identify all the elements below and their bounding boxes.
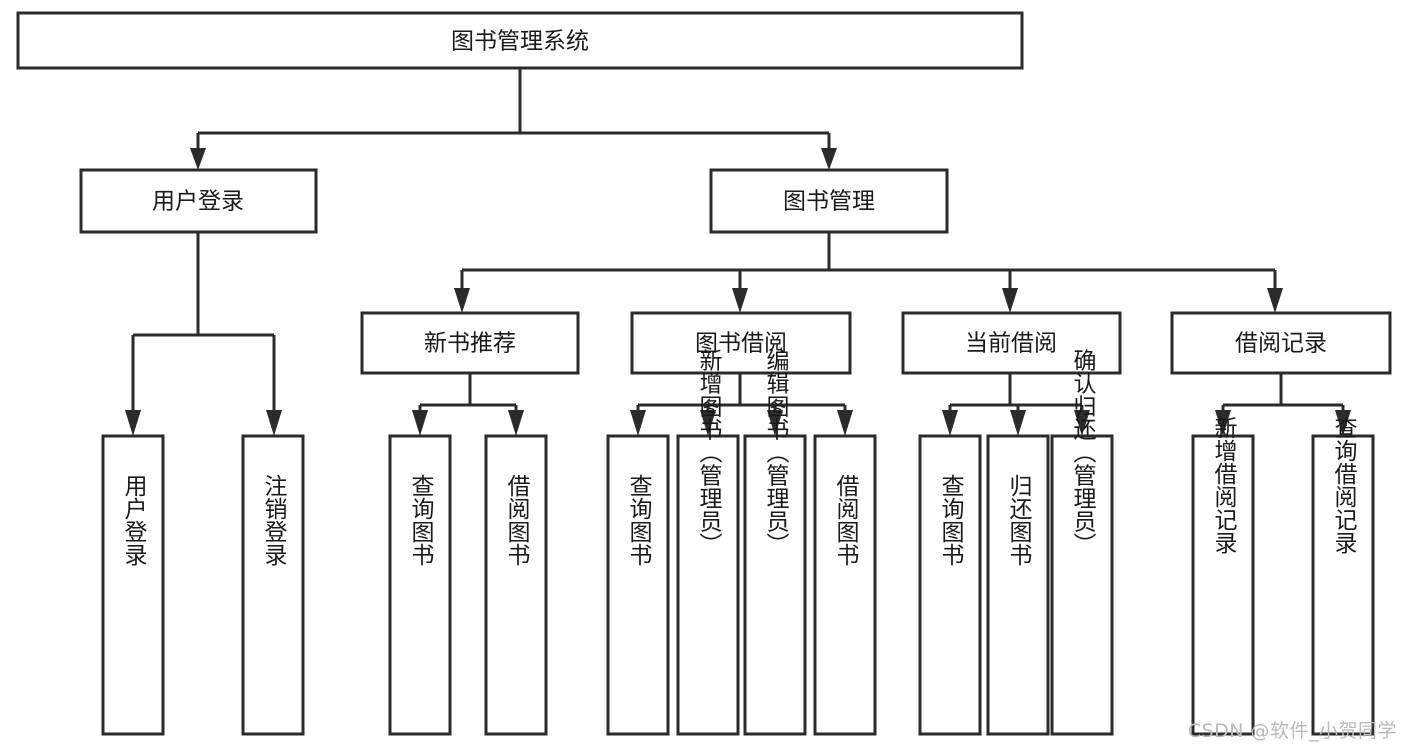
node-book-manage-box[interactable] [709,168,949,234]
arrow-root-to-user-login [190,148,206,170]
node-leaf-borrow-book-2-box[interactable] [813,434,877,736]
arrow-borrow-record-to-leaf2 [1335,410,1351,436]
node-leaf-user-login-box[interactable] [101,434,165,736]
arrow-current-borrow-to-leaf1 [942,410,958,436]
node-book-manage-label: 图书管理 [783,189,875,215]
node-user-login[interactable]: 用户登录 [79,168,318,234]
node-leaf-query-borrow-record-box[interactable] [1311,434,1375,736]
arrow-book-manage-to-new-book-rec [454,288,470,313]
node-book-borrow-box[interactable] [630,311,852,375]
csdn-watermark: CSDN @软件_小贺同学 [1187,720,1397,742]
arrow-book-manage-to-borrow-record [1267,288,1283,313]
arrow-book-manage-to-current-borrow [1002,288,1018,313]
node-leaf-query-book-2[interactable]: 查询图书 [606,434,670,736]
node-leaf-confirm-return-admin-box[interactable] [1050,434,1114,736]
node-leaf-add-borrow-record-label: 新增借阅记录 [1210,416,1238,554]
node-leaf-add-borrow-record[interactable]: 新增借阅记录 [1191,416,1255,736]
node-book-manage[interactable]: 图书管理 [709,168,949,234]
node-leaf-add-book-admin-label: 新增图书（管理员） [695,349,723,556]
arrow-book-borrow-to-leaf1 [630,410,646,436]
node-root-label: 图书管理系统 [451,29,589,55]
node-new-book-rec-label: 新书推荐 [424,331,516,357]
node-leaf-edit-book-admin-label: 编辑图书（管理员） [762,349,790,556]
node-root-box[interactable] [16,11,1024,70]
node-new-book-rec[interactable]: 新书推荐 [360,311,580,375]
arrow-current-borrow-to-leaf2 [1010,410,1026,436]
node-leaf-logout-login-label: 注销登录 [260,474,288,566]
node-book-borrow[interactable]: 图书借阅 [630,311,852,375]
node-user-login-box[interactable] [79,168,318,234]
node-leaf-borrow-book-2-label: 借阅图书 [832,474,860,566]
arrow-book-borrow-to-leaf2 [700,410,716,436]
node-new-book-rec-box[interactable] [360,311,580,375]
node-current-borrow[interactable]: 当前借阅 [901,311,1122,375]
node-borrow-record-box[interactable] [1170,311,1392,375]
node-book-borrow-label: 图书借阅 [695,331,787,357]
node-leaf-return-book-label: 归还图书 [1005,474,1033,566]
node-current-borrow-label: 当前借阅 [965,331,1057,357]
arrow-current-borrow-to-leaf3 [1074,410,1090,436]
node-current-borrow-box[interactable] [901,311,1122,375]
node-leaf-query-book-2-box[interactable] [606,434,670,736]
node-leaf-query-borrow-record-label: 查询借阅记录 [1330,416,1358,554]
node-leaf-logout-login[interactable]: 注销登录 [241,434,305,736]
arrow-book-borrow-to-leaf3 [767,410,783,436]
node-leaf-query-book-2-label: 查询图书 [625,474,653,566]
connector-layer [125,68,1351,436]
node-root[interactable]: 图书管理系统 [16,11,1024,70]
node-leaf-query-borrow-record[interactable]: 查询借阅记录 [1311,416,1375,736]
node-leaf-return-book[interactable]: 归还图书 [986,434,1050,736]
node-leaf-query-book-3[interactable]: 查询图书 [918,434,982,736]
node-leaf-add-book-admin[interactable]: 新增图书（管理员） [676,349,740,736]
arrow-new-book-rec-to-leaf1 [412,410,428,436]
node-leaf-query-book-1[interactable]: 查询图书 [388,434,452,736]
node-leaf-user-login-label: 用户登录 [120,474,148,566]
node-borrow-record[interactable]: 借阅记录 [1170,311,1392,375]
node-borrow-record-label: 借阅记录 [1235,331,1327,357]
node-leaf-user-login[interactable]: 用户登录 [101,434,165,736]
node-leaf-add-book-admin-box[interactable] [676,434,740,736]
arrow-book-borrow-to-leaf4 [837,410,853,436]
node-leaf-add-borrow-record-box[interactable] [1191,434,1255,736]
node-leaf-edit-book-admin-box[interactable] [743,434,807,736]
node-leaf-return-book-box[interactable] [986,434,1050,736]
arrow-user-login-to-leaf1 [125,410,141,436]
node-leaf-borrow-book-1-label: 借阅图书 [503,474,531,566]
node-leaf-query-book-1-box[interactable] [388,434,452,736]
node-leaf-confirm-return-admin[interactable]: 确认归还（管理员） [1050,349,1114,736]
node-leaf-borrow-book-2[interactable]: 借阅图书 [813,434,877,736]
arrow-borrow-record-to-leaf1 [1215,410,1231,436]
node-leaf-edit-book-admin[interactable]: 编辑图书（管理员） [743,349,807,736]
node-leaf-query-book-3-label: 查询图书 [937,474,965,566]
arrow-book-manage-to-book-borrow [732,288,748,313]
node-leaf-query-book-3-box[interactable] [918,434,982,736]
node-leaf-borrow-book-1[interactable]: 借阅图书 [484,434,548,736]
node-leaf-borrow-book-1-box[interactable] [484,434,548,736]
arrow-new-book-rec-to-leaf2 [508,410,524,436]
node-leaf-confirm-return-admin-label: 确认归还（管理员） [1069,349,1097,556]
node-user-login-label: 用户登录 [152,189,244,215]
arrow-root-to-book-manage [821,148,837,170]
arrow-user-login-to-leaf2 [266,410,282,436]
node-leaf-logout-login-box[interactable] [241,434,305,736]
node-leaf-query-book-1-label: 查询图书 [407,474,435,566]
